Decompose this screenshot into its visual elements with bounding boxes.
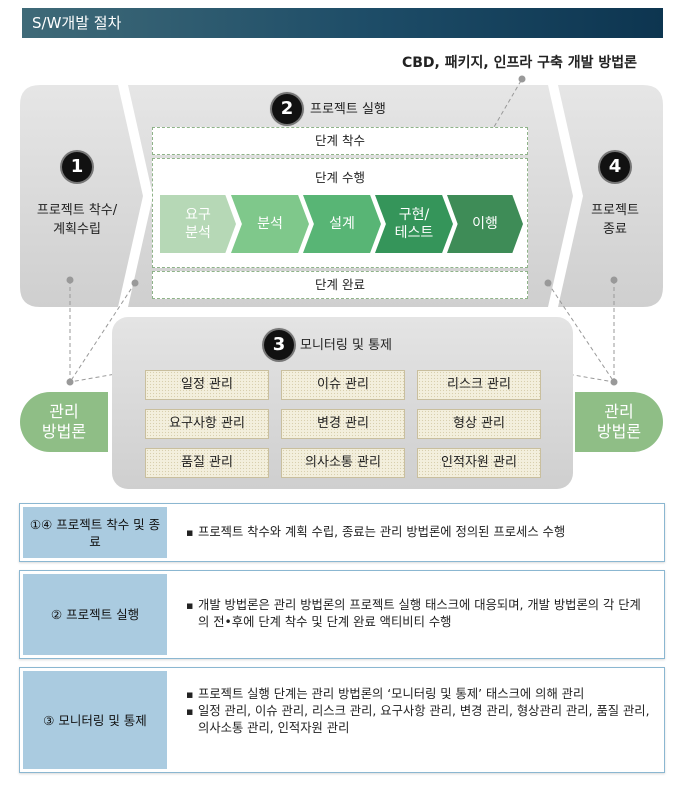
note-body-1: 프로젝트 착수와 계획 수립, 종료는 관리 방법론에 정의된 프로세스 수행 (186, 524, 652, 541)
step-1-badge: 1 (62, 152, 92, 182)
note-head-3: ③ 모니터링 및 통제 (23, 671, 167, 769)
mgmt-item-risk: 리스크 관리 (417, 370, 541, 400)
mgmt-item-issue: 이슈 관리 (281, 370, 405, 400)
stage-exec-label: 단계 수행 (315, 170, 365, 185)
mgmt-item-schedule: 일정 관리 (145, 370, 269, 400)
phase-transition: 이행 (447, 195, 523, 253)
mgmt-item-quality: 품질 관리 (145, 448, 269, 478)
note-body-3: 프로젝트 실행 단계는 관리 방법론의 ‘모니터링 및 통제’ 태스크에 의해 … (186, 686, 652, 737)
stage-start-box: 단계 착수 (152, 127, 528, 155)
band-right (558, 85, 663, 307)
note-head-1: ①④ 프로젝트 착수 및 종료 (23, 507, 167, 558)
mgmt-item-communication: 의사소통 관리 (281, 448, 405, 478)
note-body-2: 개발 방법론은 관리 방법론의 프로젝트 실행 태스크에 대응되며, 개발 방법… (186, 597, 652, 631)
step-1-label: 프로젝트 착수/ 계획수립 (36, 203, 118, 237)
step-2-badge: 2 (272, 94, 302, 124)
phase-analysis: 분석 (231, 195, 309, 253)
page-title: S/W개발 절차 (22, 8, 663, 38)
stage-end-box: 단계 완료 (152, 271, 528, 299)
mgmt-item-requirements: 요구사항 관리 (145, 409, 269, 439)
step-4-label: 프로젝트 종료 (591, 203, 639, 237)
step-3-badge: 3 (264, 330, 294, 360)
note-row-1: ①④ 프로젝트 착수 및 종료 프로젝트 착수와 계획 수립, 종료는 관리 방… (19, 503, 665, 562)
band-left (20, 85, 143, 307)
mgmt-item-configuration: 형상 관리 (417, 409, 541, 439)
mgmt-item-change: 변경 관리 (281, 409, 405, 439)
note-row-3: ③ 모니터링 및 통제 프로젝트 실행 단계는 관리 방법론의 ‘모니터링 및 … (19, 667, 665, 773)
methodology-callout: CBD, 패키지, 인프라 구축 개발 방법론 (401, 55, 637, 71)
mgmt-item-human-resources: 인적자원 관리 (417, 448, 541, 478)
step-4-badge: 4 (600, 152, 630, 182)
step-3-label: 모니터링 및 통제 (300, 338, 392, 353)
note-row-2: ② 프로젝트 실행 개발 방법론은 관리 방법론의 프로젝트 실행 태스크에 대… (19, 570, 665, 659)
note-head-2: ② 프로젝트 실행 (23, 574, 167, 655)
phase-design: 설계 (303, 195, 381, 253)
step-2-label: 프로젝트 실행 (310, 102, 386, 117)
phase-implementation-test: 구현/테스트 (375, 195, 453, 253)
